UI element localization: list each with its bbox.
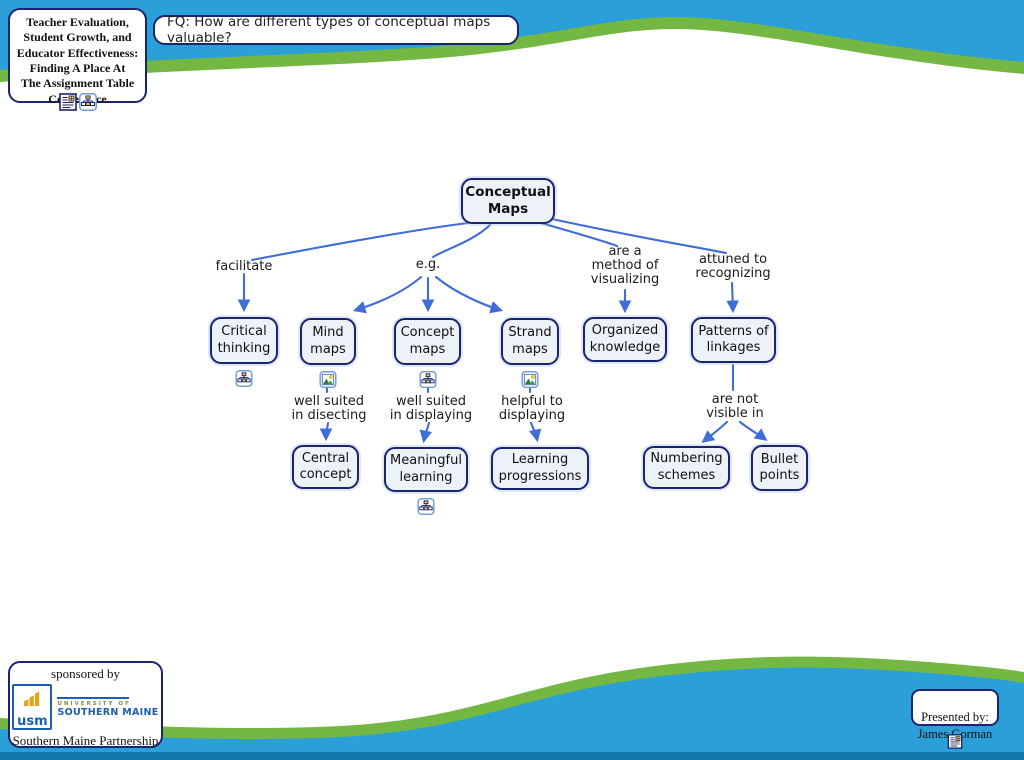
bottom-edge-strip (0, 752, 1024, 760)
node-label: Central concept (299, 450, 352, 482)
arrow-disecting-central[interactable] (319, 421, 333, 442)
node-conceptual-maps[interactable]: Conceptual Maps (461, 178, 555, 224)
node-numbering-schemes[interactable]: Numbering schemes (643, 446, 730, 489)
node-concept-maps[interactable]: Concept maps (394, 318, 461, 389)
node-label: Strand maps (508, 325, 552, 357)
link-label-attuned[interactable]: attuned to recognizing (695, 252, 771, 281)
conference-title-box: Teacher Evaluation, Student Growth, and … (8, 8, 147, 111)
node-label: Learning progressions (498, 452, 582, 484)
link-label-helpful-displaying[interactable]: helpful to displaying (498, 394, 566, 423)
node-central-concept[interactable]: Central concept (292, 445, 359, 489)
concept-map-icon[interactable] (78, 93, 97, 111)
node-organized-knowledge[interactable]: Organized knowledge (583, 317, 667, 362)
presented-by-text: Presented by: James Gorman (917, 710, 993, 741)
usm-logo: usm UNIVERSITY OF SOUTHERN MAINE (10, 684, 161, 730)
arrow-notvisible-bullet[interactable] (738, 420, 768, 441)
node-critical-thinking[interactable]: Critical thinking (210, 317, 278, 388)
link-line-root-eg[interactable] (431, 223, 492, 259)
node-label: Bullet points (759, 451, 800, 483)
node-label: Numbering schemes (650, 451, 723, 483)
usm-logo-mark: usm (12, 684, 53, 730)
node-meaningful-learning[interactable]: Meaningful learning (384, 447, 468, 516)
image-icon[interactable] (521, 355, 539, 389)
presented-by-box: Presented by: James Gorman (911, 689, 999, 750)
southern-maine-label: SOUTHERN MAINE (57, 706, 159, 718)
focus-question-box: FQ: How are different types of conceptua… (153, 14, 519, 46)
concept-map-icon[interactable] (419, 355, 436, 389)
node-mind-maps[interactable]: Mind maps (300, 318, 356, 389)
node-label: Organized knowledge (589, 323, 661, 355)
link-label-well-suited-displaying[interactable]: well suited in displaying (389, 394, 473, 423)
image-icon[interactable] (319, 355, 337, 389)
node-label: Meaningful learning (390, 453, 462, 485)
bottom-wave-blue (0, 667, 1024, 760)
usm-sail-bar (24, 699, 29, 707)
node-bullet-points[interactable]: Bullet points (751, 445, 808, 491)
link-label-facilitate[interactable]: facilitate (215, 259, 273, 274)
link-line-root-attuned[interactable] (550, 217, 728, 255)
node-label: Patterns of linkages (698, 323, 769, 355)
focus-question: FQ: How are different types of conceptua… (167, 14, 491, 46)
concept-map-icon[interactable] (235, 354, 253, 388)
node-patterns-of-linkages[interactable]: Patterns of linkages (691, 317, 776, 363)
notes-icon[interactable] (58, 93, 77, 111)
link-line-root-facilitate[interactable] (250, 221, 470, 262)
node-label: Concept maps (400, 325, 455, 357)
node-label: Critical thinking (217, 324, 271, 356)
arrow-notvisible-numbering[interactable] (701, 420, 729, 443)
usm-rule (57, 696, 130, 699)
arrow-helpful-progressions[interactable] (528, 421, 542, 443)
notes-icon[interactable] (947, 718, 963, 750)
link-label-well-suited-disecting[interactable]: well suited in disecting (291, 394, 367, 423)
node-label: Mind maps (310, 325, 346, 357)
concept-map-icon[interactable] (417, 482, 435, 516)
link-label-are-not-visible[interactable]: are not visible in (706, 392, 764, 421)
university-of-label: UNIVERSITY OF (57, 700, 131, 707)
link-line-root-method[interactable] (536, 220, 619, 248)
node-strand-maps[interactable]: Strand maps (501, 318, 559, 389)
arrow-eg-strand[interactable] (434, 275, 504, 314)
arrow-eg-mind[interactable] (352, 275, 423, 314)
arrow-attuned-patterns[interactable] (726, 281, 739, 314)
sponsor-box: sponsored by usm UNIVERSITY OF SOUTHERN … (8, 661, 163, 748)
link-label-eg[interactable]: e.g. (415, 257, 441, 272)
node-learning-progressions[interactable]: Learning progressions (491, 447, 589, 490)
partnership-label: Southern Maine Partnership (12, 733, 159, 748)
arrow-displaying-meaningful[interactable] (419, 421, 433, 444)
link-label-are-a-method[interactable]: are a method of visualizing (590, 244, 660, 287)
usm-acronym: usm (17, 714, 48, 729)
sponsored-by-label: sponsored by (51, 666, 120, 681)
